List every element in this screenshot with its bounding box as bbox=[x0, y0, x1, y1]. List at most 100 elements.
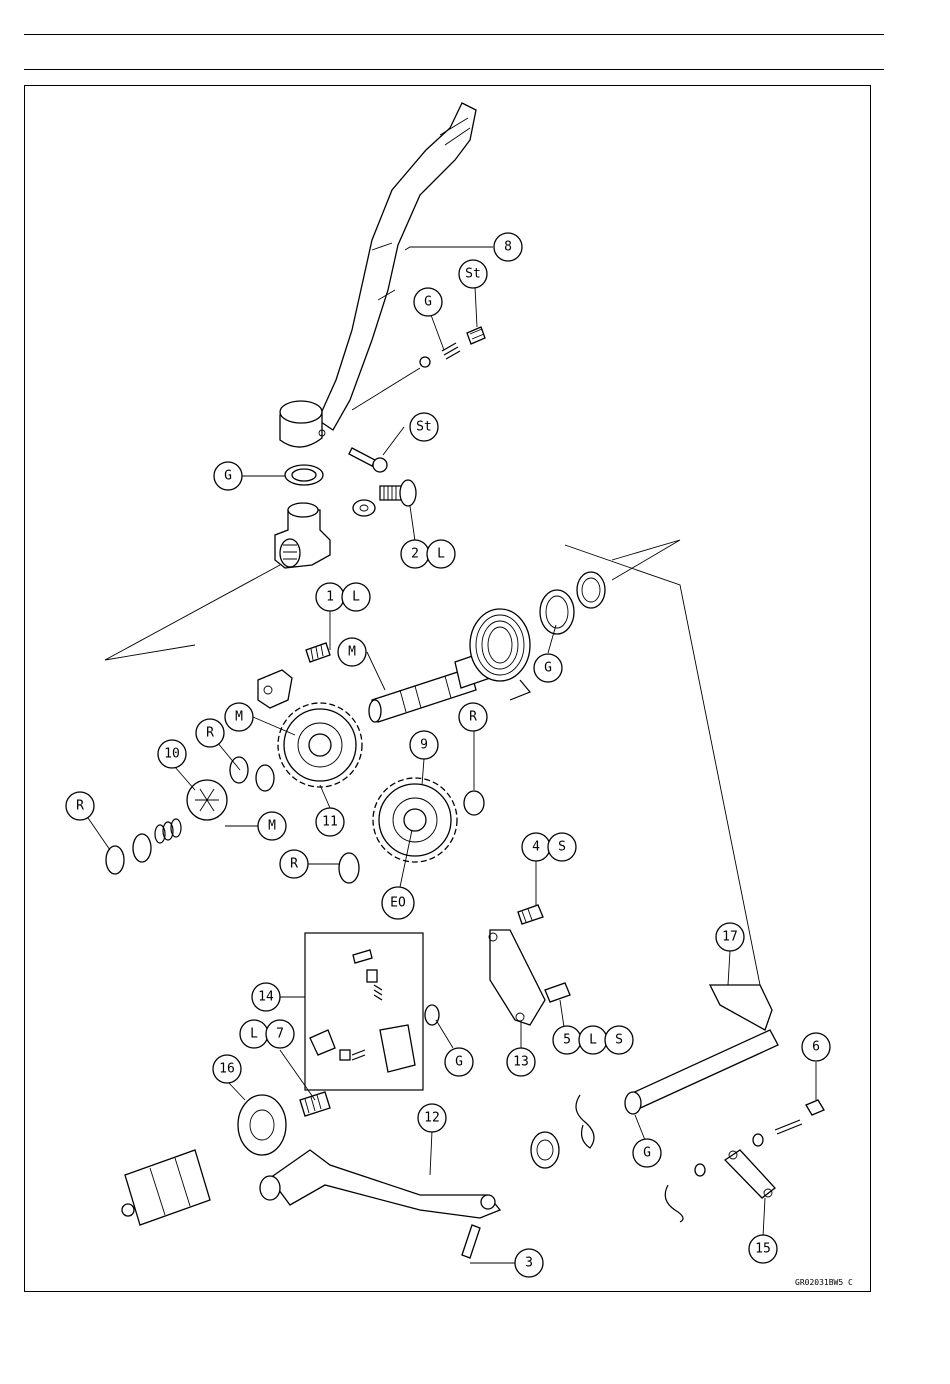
callout-2: 2 bbox=[401, 540, 429, 568]
circlip-lower bbox=[339, 853, 359, 883]
guide-bolt bbox=[306, 643, 330, 662]
svg-text:R: R bbox=[469, 710, 477, 725]
kick-pedal-arm bbox=[280, 103, 476, 447]
guide-bolt-4 bbox=[518, 905, 543, 924]
shift-drum bbox=[122, 1150, 210, 1225]
svg-text:13: 13 bbox=[513, 1055, 529, 1070]
callout-m-1: M bbox=[338, 638, 366, 666]
callout-st-1: St bbox=[459, 260, 487, 288]
callout-l-1: L bbox=[342, 583, 370, 611]
shaft-bushing bbox=[531, 1132, 559, 1168]
svg-text:4: 4 bbox=[532, 840, 540, 855]
svg-text:16: 16 bbox=[219, 1062, 235, 1077]
set-screw-top bbox=[467, 327, 485, 344]
svg-text:L: L bbox=[250, 1027, 258, 1042]
callout-m-3: M bbox=[258, 812, 286, 840]
leader-lines bbox=[86, 247, 816, 1263]
holder-bolt bbox=[380, 480, 416, 506]
callout-s-5: S bbox=[605, 1026, 633, 1054]
callout-eo: EO bbox=[382, 887, 414, 919]
callout-l-7: L bbox=[240, 1020, 268, 1048]
svg-text:R: R bbox=[76, 799, 84, 814]
callout-l-2: L bbox=[427, 540, 455, 568]
callout-14: 14 bbox=[252, 983, 280, 1011]
tie-rod-parts-15 bbox=[665, 1120, 802, 1222]
svg-text:3: 3 bbox=[525, 1256, 533, 1271]
ratchet-guide-plate bbox=[258, 670, 292, 708]
detent-spring-small bbox=[442, 343, 460, 359]
callout-12: 12 bbox=[418, 1104, 446, 1132]
svg-text:St: St bbox=[465, 267, 481, 282]
svg-text:9: 9 bbox=[420, 738, 428, 753]
shaft-spring bbox=[576, 1095, 594, 1148]
callout-g-4: G bbox=[445, 1048, 473, 1076]
shift-pedal-12 bbox=[260, 1150, 500, 1218]
callout-r-1: R bbox=[459, 703, 487, 731]
pedal-pin-bolt bbox=[349, 448, 387, 472]
svg-text:G: G bbox=[424, 295, 432, 310]
kick-return-spring bbox=[470, 609, 530, 700]
nut-6 bbox=[806, 1100, 824, 1115]
svg-text:M: M bbox=[348, 645, 356, 660]
svg-text:14: 14 bbox=[258, 990, 274, 1005]
svg-text:1: 1 bbox=[326, 590, 334, 605]
shift-pedal-bolt-3 bbox=[462, 1225, 480, 1258]
callout-4: 4 bbox=[522, 833, 550, 861]
callout-5: 5 bbox=[553, 1026, 581, 1054]
svg-text:R: R bbox=[206, 726, 214, 741]
svg-text:11: 11 bbox=[322, 815, 338, 830]
callout-l-5: L bbox=[579, 1026, 607, 1054]
callout-g-2: G bbox=[214, 462, 242, 490]
svg-text:10: 10 bbox=[164, 747, 180, 762]
circlip-gear11 bbox=[230, 757, 274, 791]
svg-text:17: 17 bbox=[722, 930, 738, 945]
callout-7: 7 bbox=[266, 1020, 294, 1048]
callout-s-4: S bbox=[548, 833, 576, 861]
callout-1: 1 bbox=[316, 583, 344, 611]
shift-shaft-17 bbox=[625, 985, 778, 1114]
callout-16: 16 bbox=[213, 1055, 241, 1083]
svg-text:S: S bbox=[558, 840, 566, 855]
callout-r-4: R bbox=[280, 850, 308, 878]
shift-drum-cam-16 bbox=[238, 1095, 286, 1155]
svg-text:S: S bbox=[615, 1033, 623, 1048]
callout-3: 3 bbox=[515, 1249, 543, 1277]
kick-ratchet-10 bbox=[187, 780, 227, 820]
svg-text:G: G bbox=[643, 1146, 651, 1161]
circlip-gear9 bbox=[464, 791, 484, 815]
shift-guide-plate-13 bbox=[489, 930, 545, 1025]
svg-text:G: G bbox=[544, 661, 552, 676]
svg-text:R: R bbox=[290, 857, 298, 872]
svg-text:8: 8 bbox=[504, 240, 512, 255]
guide-bolt-5 bbox=[545, 983, 570, 1002]
callout-st-2: St bbox=[410, 413, 438, 441]
callout-g-5: G bbox=[633, 1139, 661, 1167]
kick-pedal-ball bbox=[352, 357, 430, 410]
callout-13: 13 bbox=[507, 1048, 535, 1076]
svg-text:M: M bbox=[235, 710, 243, 725]
ratchet-spring bbox=[155, 819, 181, 843]
svg-text:EO: EO bbox=[390, 896, 406, 911]
holder-washer bbox=[353, 500, 375, 516]
callout-11: 11 bbox=[316, 808, 344, 836]
svg-text:15: 15 bbox=[755, 1242, 771, 1257]
svg-text:6: 6 bbox=[812, 1040, 820, 1055]
svg-text:7: 7 bbox=[276, 1027, 284, 1042]
svg-text:G: G bbox=[455, 1055, 463, 1070]
callout-10: 10 bbox=[158, 740, 186, 768]
callout-17: 17 bbox=[716, 923, 744, 951]
callout-m-2: M bbox=[225, 703, 253, 731]
callout-8: 8 bbox=[494, 233, 522, 261]
svg-text:L: L bbox=[352, 590, 360, 605]
figure-code: GR02031BW5 C bbox=[795, 1278, 853, 1287]
svg-text:L: L bbox=[437, 547, 445, 562]
shift-pawl-parts bbox=[310, 950, 415, 1072]
callout-r-2: R bbox=[196, 719, 224, 747]
kick-shaft-holder bbox=[275, 503, 330, 568]
svg-text:12: 12 bbox=[424, 1111, 440, 1126]
svg-text:M: M bbox=[268, 819, 276, 834]
pawl-positioning-bolt bbox=[300, 1092, 330, 1116]
washer-left bbox=[133, 834, 151, 862]
kick-gear-9 bbox=[373, 778, 457, 862]
